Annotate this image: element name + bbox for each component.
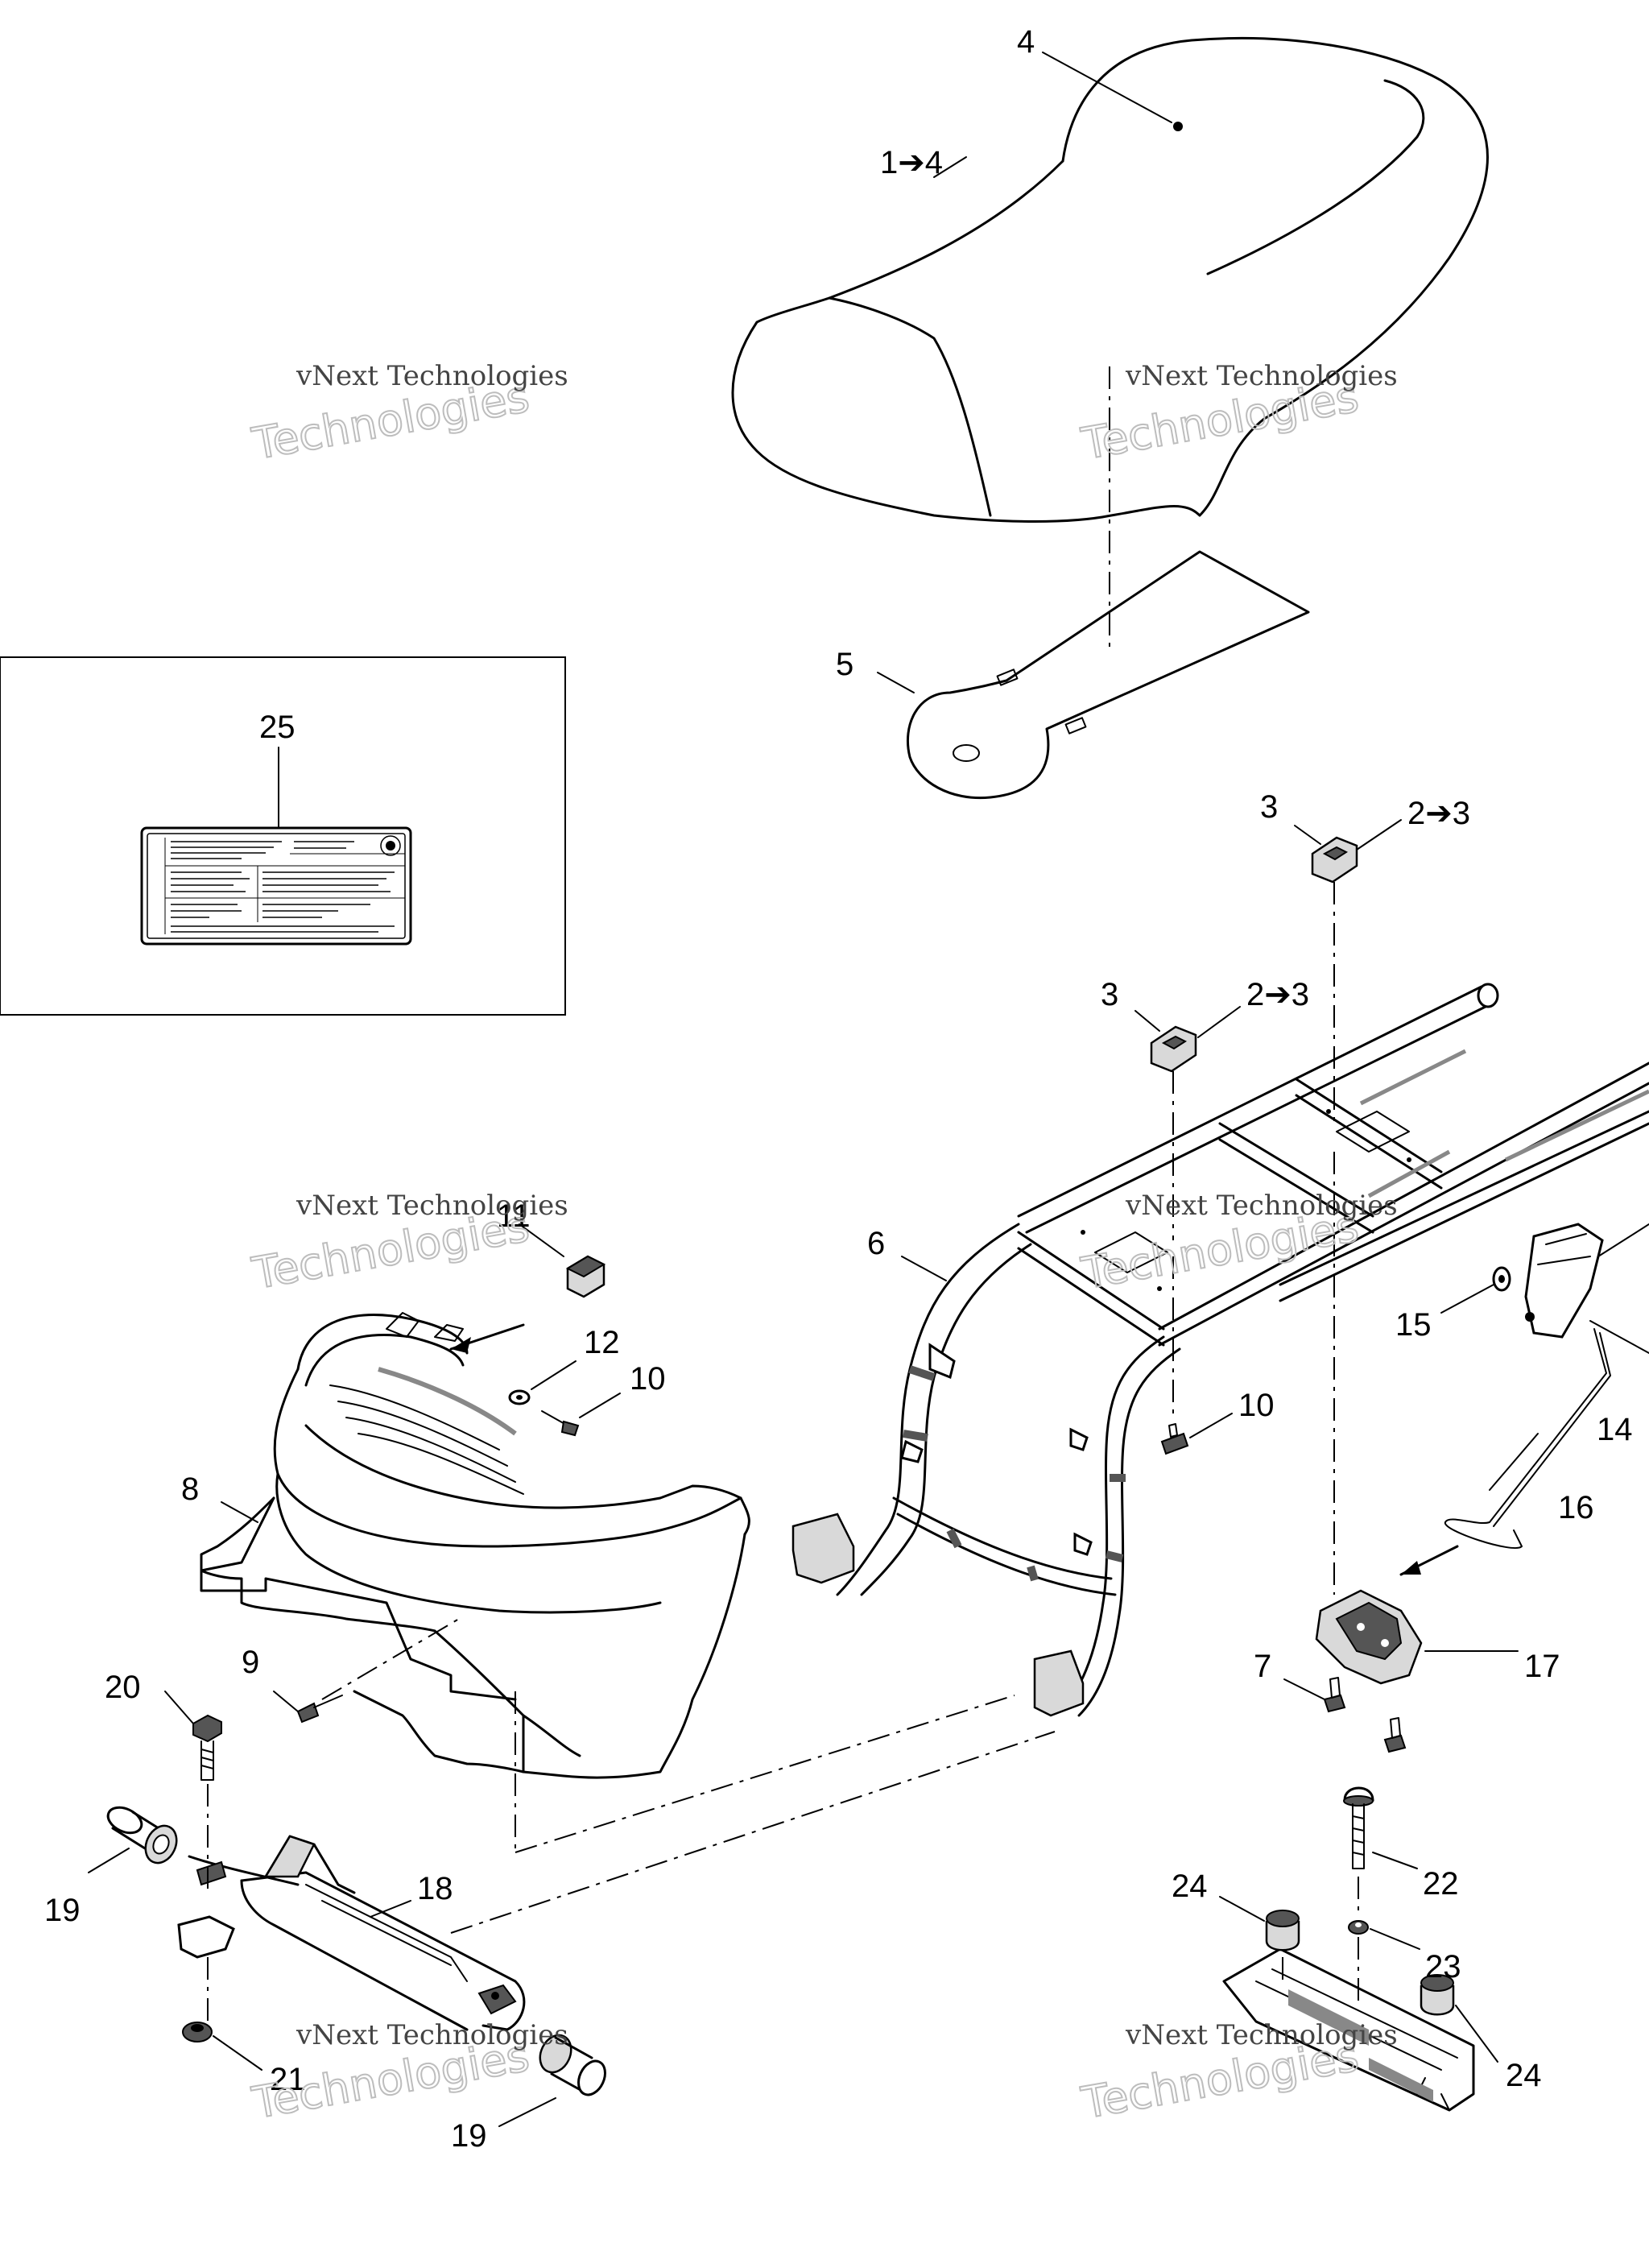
callout-22: 22 <box>1423 1866 1459 1902</box>
clip-part-3-lower[interactable] <box>1150 1025 1197 1073</box>
callout-19-left: 19 <box>44 1893 81 1928</box>
svg-text:vNext Technologies: vNext Technologies <box>1125 360 1398 392</box>
rod-part-16[interactable] <box>1444 1328 1611 1549</box>
nut-part-21[interactable] <box>182 2022 213 2042</box>
callout-9: 9 <box>242 1645 259 1680</box>
callout-25: 25 <box>259 710 295 745</box>
lever-part-14[interactable] <box>1524 1223 1649 1354</box>
callout-3-upper: 3 <box>1260 789 1278 825</box>
callout-4: 4 <box>1017 24 1035 60</box>
callout-24-left: 24 <box>1172 1869 1208 1904</box>
spindle-bracket <box>177 1915 235 1959</box>
callout-2-3-lower: 2➔3 <box>1246 977 1309 1012</box>
callout-18: 18 <box>417 1871 453 1906</box>
frame-part-6[interactable] <box>791 983 1649 1717</box>
decal-label-part-25[interactable] <box>140 826 412 946</box>
callout-6: 6 <box>867 1226 885 1261</box>
screw-part-7[interactable] <box>1323 1677 1407 1753</box>
callout-16: 16 <box>1558 1490 1594 1525</box>
watermark-2: Technologies vNext Technologies <box>1077 360 1397 470</box>
lever-base-part-17[interactable] <box>1315 1589 1423 1685</box>
callout-10-frame: 10 <box>1238 1388 1275 1423</box>
stopper-part-24-left[interactable] <box>1265 1910 1300 1951</box>
callout-23: 23 <box>1425 1949 1461 1984</box>
callout-2-3-upper: 2➔3 <box>1407 796 1470 831</box>
callout-10-bumper: 10 <box>630 1361 666 1397</box>
callout-12: 12 <box>584 1325 620 1360</box>
callout-15: 15 <box>1395 1307 1432 1343</box>
washer-part-12[interactable] <box>508 1389 531 1405</box>
leader-lines <box>88 52 1539 2127</box>
svg-text:vNext Technologies: vNext Technologies <box>295 360 568 392</box>
clip-part-3-upper[interactable] <box>1311 836 1358 884</box>
bolt-part-20[interactable] <box>192 1714 222 1781</box>
screw-part-10-frame[interactable] <box>1160 1423 1189 1455</box>
watermark-5: Technologies vNext Technologies <box>247 2019 568 2129</box>
callout-21: 21 <box>270 2062 306 2097</box>
callout-3-lower: 3 <box>1101 977 1118 1012</box>
bushing-part-19-right[interactable] <box>535 2030 610 2100</box>
svg-text:vNext Technologies: vNext Technologies <box>1125 2019 1398 2051</box>
bolt-part-22[interactable] <box>1343 1786 1374 1869</box>
callout-19-right: 19 <box>451 2118 487 2154</box>
seat-pad-part-5[interactable] <box>906 550 1310 800</box>
callout-14: 14 <box>1597 1412 1633 1447</box>
svg-text:vNext Technologies: vNext Technologies <box>1125 1190 1398 1222</box>
bushing-part-19-left[interactable] <box>104 1802 182 1868</box>
washer-part-15[interactable] <box>1492 1266 1511 1292</box>
callout-7: 7 <box>1254 1649 1271 1684</box>
screw-part-10-bumper[interactable] <box>541 1410 580 1437</box>
svg-text:vNext Technologies: vNext Technologies <box>295 2019 568 2051</box>
callout-20: 20 <box>105 1670 141 1705</box>
watermark-6: Technologies vNext Technologies <box>1077 2019 1397 2129</box>
bumper-pad-part-11[interactable] <box>565 1255 606 1298</box>
svg-text:vNext Technologies: vNext Technologies <box>295 1190 568 1222</box>
seat-part-4[interactable] <box>731 36 1489 523</box>
callout-8: 8 <box>181 1471 199 1507</box>
watermark-3: Technologies vNext Technologies <box>247 1190 568 1300</box>
callout-24-right: 24 <box>1506 2058 1542 2093</box>
watermark-4: Technologies vNext Technologies <box>1077 1190 1398 1300</box>
watermark-1: Technologies vNext Technologies <box>247 360 568 470</box>
callout-17: 17 <box>1524 1649 1560 1684</box>
screw-part-9[interactable] <box>296 1695 343 1724</box>
spindle-part-18[interactable] <box>188 1835 526 2031</box>
callout-1-4: 1➔4 <box>880 145 943 180</box>
stopper-part-24-right[interactable] <box>1420 1974 1455 2016</box>
callout-labels: 4 1➔4 5 25 3 2➔3 3 2➔3 6 11 12 10 8 10 1… <box>44 24 1633 2154</box>
nut-part-23[interactable] <box>1348 1920 1369 1935</box>
label-inset-box <box>0 656 566 1016</box>
callout-5: 5 <box>836 647 853 682</box>
front-bumper-part-8[interactable] <box>200 1312 750 1779</box>
callout-11: 11 <box>497 1198 531 1234</box>
